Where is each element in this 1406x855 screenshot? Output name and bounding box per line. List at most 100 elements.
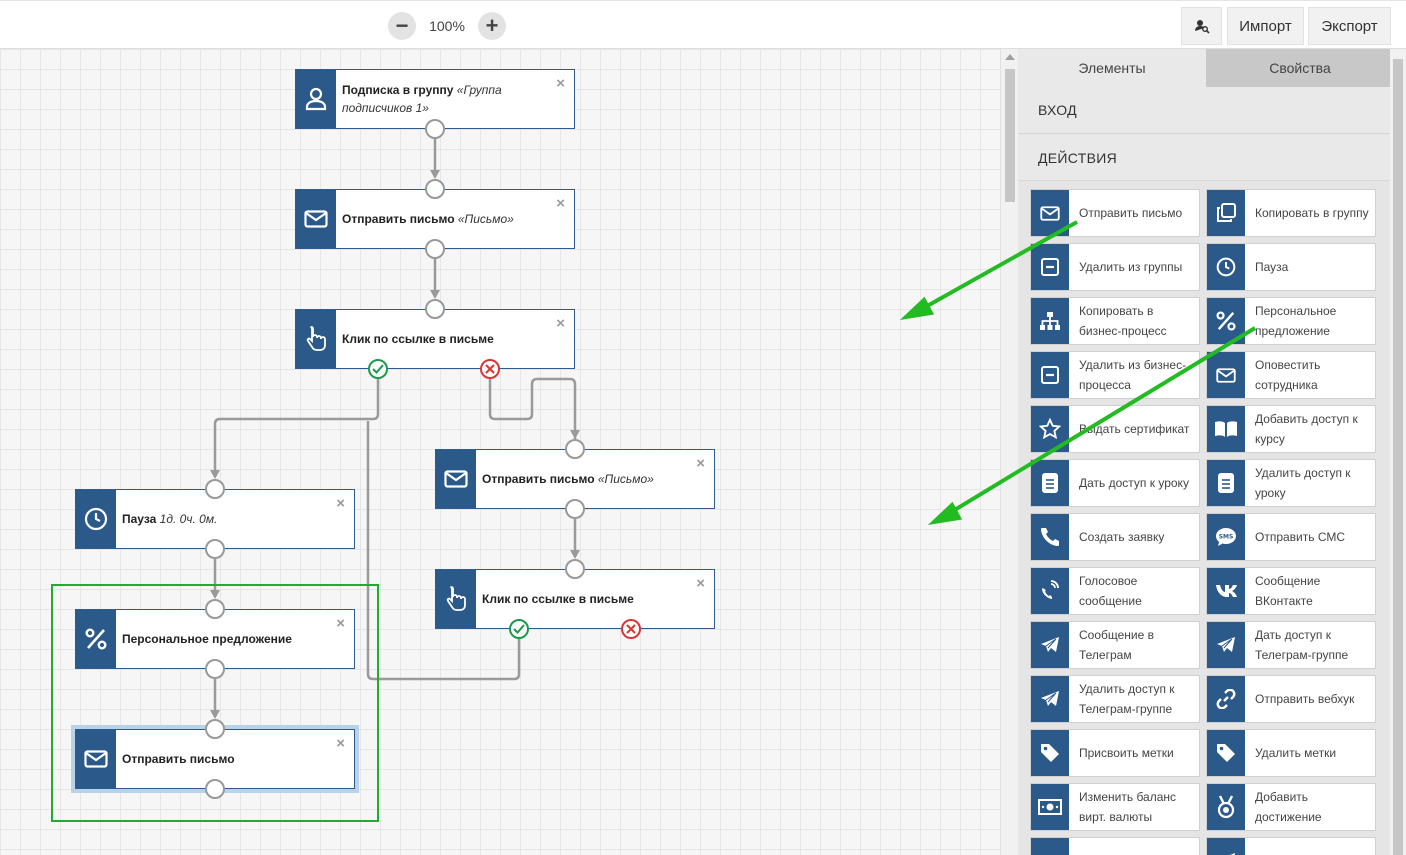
highlight-box xyxy=(51,584,379,822)
check-icon xyxy=(513,624,525,634)
arrow-head xyxy=(210,710,220,719)
input-port[interactable] xyxy=(205,719,225,739)
action-item[interactable]: Отправить вебхук xyxy=(1206,675,1376,723)
yes-port[interactable] xyxy=(509,619,529,639)
close-icon[interactable]: × xyxy=(556,195,565,212)
arrow-head xyxy=(570,550,580,559)
node-title: Пауза xyxy=(122,512,157,526)
output-port[interactable] xyxy=(425,239,445,259)
action-item[interactable]: Отправить письмо xyxy=(1030,189,1200,237)
action-item[interactable]: Удалить из группы xyxy=(1030,243,1200,291)
input-port[interactable] xyxy=(205,479,225,499)
output-port[interactable] xyxy=(205,539,225,559)
cross-icon xyxy=(626,624,636,634)
close-icon[interactable]: × xyxy=(556,75,565,92)
zoom-out-button[interactable]: − xyxy=(388,12,416,40)
scrollbar-thumb[interactable] xyxy=(1393,59,1403,855)
input-port[interactable] xyxy=(425,299,445,319)
output-port[interactable] xyxy=(205,659,225,679)
import-button[interactable]: Импорт xyxy=(1227,7,1304,45)
action-item[interactable]: Копировать в группу xyxy=(1206,189,1376,237)
scroll-up-icon[interactable] xyxy=(1005,54,1015,60)
action-item[interactable]: Дать доступ к уроку xyxy=(1030,459,1200,507)
action-item-label: Присвоить метки xyxy=(1079,746,1174,760)
close-icon[interactable]: × xyxy=(336,495,345,512)
input-port[interactable] xyxy=(565,439,585,459)
action-item[interactable]: Сообщение ВКонтакте xyxy=(1206,567,1376,615)
close-icon[interactable]: × xyxy=(696,455,705,472)
output-port[interactable] xyxy=(565,499,585,519)
cross-icon xyxy=(485,364,495,374)
minus-box-icon xyxy=(1031,352,1069,398)
action-item-label: Пауза xyxy=(1255,260,1289,274)
action-item[interactable]: Создать заявку xyxy=(1030,513,1200,561)
mail-icon xyxy=(1031,190,1069,236)
input-port[interactable] xyxy=(425,179,445,199)
sms-icon: SMS xyxy=(1207,514,1245,560)
mail-icon xyxy=(1207,352,1245,398)
no-port[interactable] xyxy=(621,619,641,639)
action-item[interactable]: Удалить из бизнес-процесса xyxy=(1030,351,1200,399)
close-icon[interactable]: × xyxy=(336,735,345,752)
clock-icon xyxy=(1207,244,1245,290)
yes-port[interactable] xyxy=(368,359,388,379)
action-item[interactable]: Голосовое сообщение xyxy=(1030,567,1200,615)
action-item[interactable]: Сообщение в Телеграм xyxy=(1030,621,1200,669)
section-entry[interactable]: ВХОД xyxy=(1018,87,1390,134)
user-search-icon xyxy=(1194,20,1210,34)
zoom-level: 100% xyxy=(429,18,465,34)
export-button[interactable]: Экспорт xyxy=(1308,7,1391,45)
hand-click-icon xyxy=(446,586,466,611)
action-item[interactable]: Удалить доступ к уроку xyxy=(1206,459,1376,507)
node-link-click[interactable]: Клик по ссылке в письме × xyxy=(295,309,575,369)
input-port[interactable] xyxy=(205,599,225,619)
close-icon[interactable]: × xyxy=(696,575,705,592)
action-item[interactable]: Пауза xyxy=(1206,243,1376,291)
mail-icon xyxy=(444,470,468,488)
tab-elements[interactable]: Элементы xyxy=(1018,49,1206,87)
action-item-label: Сообщение в Телеграм xyxy=(1079,628,1155,662)
close-icon[interactable]: × xyxy=(556,315,565,332)
tab-properties[interactable]: Свойства xyxy=(1206,49,1390,87)
section-actions[interactable]: ДЕЙСТВИЯ xyxy=(1018,135,1390,181)
action-item[interactable]: Добавить доступ к курсу xyxy=(1206,405,1376,453)
node-link-click[interactable]: Клик по ссылке в письме × xyxy=(435,569,715,629)
arrow-head xyxy=(210,470,220,479)
action-item[interactable]: Добавить достижение xyxy=(1206,783,1376,831)
action-item[interactable]: Удалить метки xyxy=(1206,729,1376,777)
money-icon xyxy=(1031,784,1069,830)
action-item[interactable]: Дать доступ к Телеграм-группе xyxy=(1206,621,1376,669)
action-item-label: Удалить xyxy=(1079,838,1195,855)
action-item[interactable]: Изменить баланс вирт. валюты xyxy=(1030,783,1200,831)
action-item-label: Выдать сертификат xyxy=(1079,422,1190,436)
node-title: Подписка в группу xyxy=(342,83,454,97)
node-personal-offer[interactable]: Персональное предложение × xyxy=(75,609,355,669)
arrow-head xyxy=(430,290,440,299)
node-param: «Письмо» xyxy=(597,472,654,486)
action-item-label: Сообщение ВКонтакте xyxy=(1255,574,1321,608)
action-item[interactable]: Оповестить сотрудника xyxy=(1206,351,1376,399)
action-item[interactable]: Удалить доступ к Телеграм-группе xyxy=(1030,675,1200,723)
zoom-in-button[interactable]: + xyxy=(478,12,506,40)
action-item[interactable]: Выдать сертификат xyxy=(1030,405,1200,453)
action-item[interactable]: Удалить xyxy=(1030,837,1200,855)
panel-scrollbar[interactable] xyxy=(1390,49,1406,855)
input-port[interactable] xyxy=(565,559,585,579)
action-item-label: Удалить метки xyxy=(1255,746,1337,760)
canvas-scrollbar[interactable] xyxy=(1000,49,1018,855)
output-port[interactable] xyxy=(205,779,225,799)
close-icon[interactable]: × xyxy=(336,615,345,632)
scrollbar-thumb[interactable] xyxy=(1005,69,1015,202)
arrow-head xyxy=(570,430,580,439)
workflow-canvas[interactable]: Подписка в группу «Группа подписчиков 1»… xyxy=(0,49,1000,855)
telegram-icon xyxy=(1207,622,1245,668)
no-port[interactable] xyxy=(480,359,500,379)
action-item[interactable]: Присвоить метки xyxy=(1030,729,1200,777)
action-item-label: Добавить достижение xyxy=(1255,790,1322,824)
action-item[interactable]: Удалить доступ к xyxy=(1206,837,1376,855)
user-search-button[interactable] xyxy=(1181,7,1222,45)
output-port[interactable] xyxy=(425,119,445,139)
action-item[interactable]: Копировать в бизнес-процесс xyxy=(1030,297,1200,345)
action-item[interactable]: Персональное предложение xyxy=(1206,297,1376,345)
